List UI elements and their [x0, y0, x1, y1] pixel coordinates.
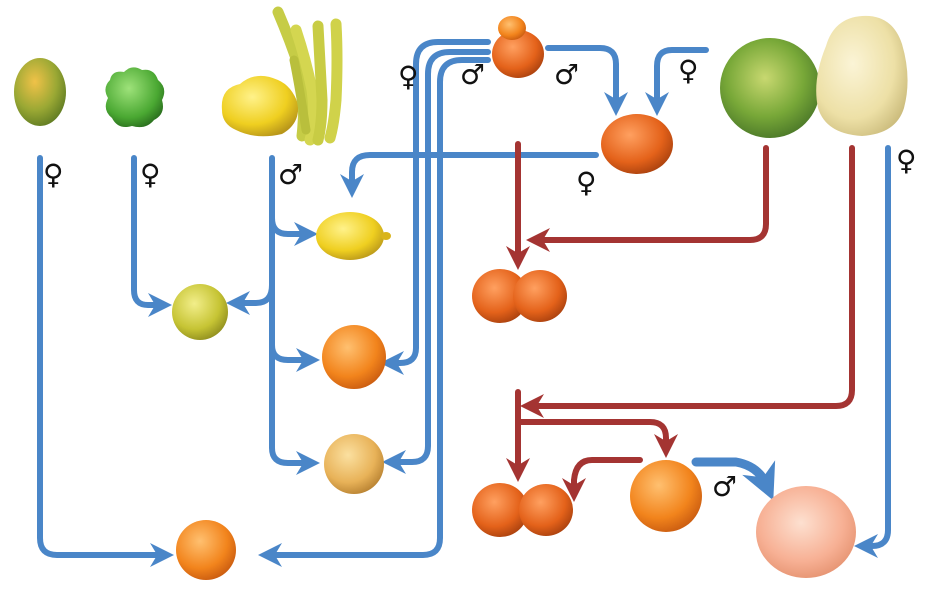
- fruit-grapefruit: [756, 486, 856, 578]
- arrow-papeda-to-lime: [131, 155, 172, 317]
- blue-arrows: [37, 39, 891, 567]
- male-symbol: ♂: [460, 58, 485, 91]
- female-symbol: ♀: [398, 60, 419, 93]
- fruit-citron-small: [14, 58, 66, 126]
- arrow-buddha-to-orange: [269, 342, 320, 372]
- arrow-buddha-to-lime: [226, 282, 275, 315]
- male-symbol: ♂: [278, 158, 303, 191]
- female-symbol: ♀: [678, 54, 699, 87]
- arrow-pomelo-green-to-tangor: [526, 145, 769, 252]
- fruit-sweet-orange-left: [322, 325, 386, 389]
- fruit-sweet-orange-right: [630, 460, 702, 532]
- arrow-orange-to-tangor-bottom: [562, 457, 643, 502]
- female-symbol: ♀: [896, 144, 917, 177]
- red-arrows: [506, 141, 855, 502]
- female-symbol: ♀: [43, 158, 64, 191]
- fruit-buddhas-hand: [221, 6, 343, 146]
- arrow-mandarin-to-tangelo: [258, 57, 491, 567]
- male-symbol: ♂: [712, 470, 737, 503]
- fruit-lemon: [316, 212, 391, 260]
- fruit-tangor-pair-bottom: [472, 483, 573, 537]
- arrow-pomelo-to-grapefruit: [854, 145, 891, 558]
- fruit-pomelo-green: [720, 38, 820, 138]
- arrow-orange-to-grapefruit: [691, 457, 776, 501]
- arrow-pomelo-to-center: [645, 47, 709, 116]
- arrow-pomelo-pale-to-lower-hub: [520, 145, 855, 418]
- arrow-mandarin-to-orange-left: [380, 39, 491, 375]
- fruit-bumpy-hybrid: [324, 434, 384, 494]
- fruit-dekopon-top: [492, 16, 544, 78]
- fruit-tangor-pair-top: [472, 269, 567, 323]
- female-symbol: ♀: [140, 158, 161, 191]
- arrow-buddha-to-lemon: [269, 215, 318, 246]
- female-symbol: ♀: [576, 166, 597, 199]
- arrow-lower-hub-to-orange: [515, 419, 678, 458]
- arrow-top-mandarin-to-center: [545, 45, 628, 116]
- arrow-citron-to-tangelo: [37, 155, 174, 567]
- arrow-center-to-lemon: [340, 152, 599, 198]
- fruit-papeda: [105, 67, 165, 128]
- fruit-pomelo-pale: [816, 15, 908, 136]
- arrow-buddha-trunk: [269, 155, 320, 475]
- fruit-tangelo-bottom: [176, 520, 236, 580]
- arrow-mandarin-to-bumpy: [382, 49, 491, 474]
- fruit-mandarin-center: [601, 114, 673, 174]
- male-symbol: ♂: [554, 58, 579, 91]
- fruit-lime-hybrid: [172, 284, 228, 340]
